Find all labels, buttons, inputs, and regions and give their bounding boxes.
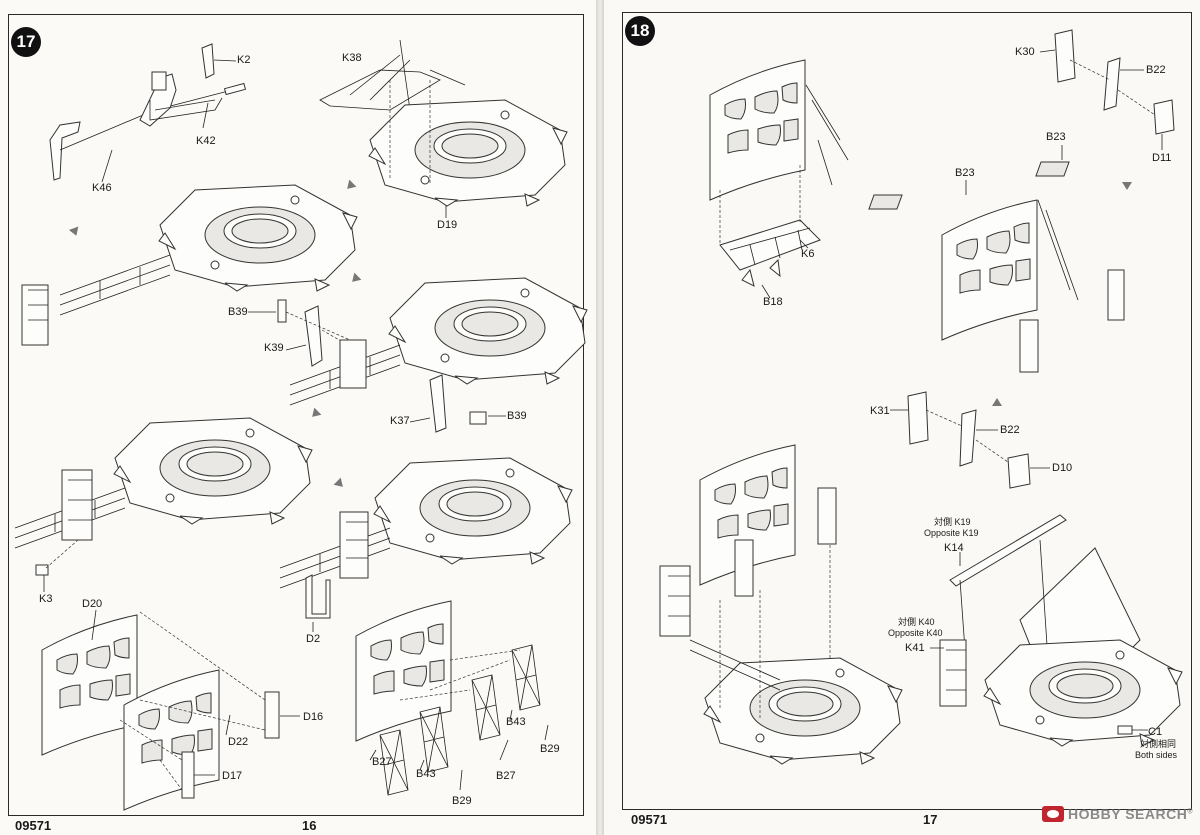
watermark-text: HOBBY SEARCH	[1068, 806, 1188, 822]
part-label-k46: K46	[92, 182, 112, 194]
part-label-b43-right: B43	[506, 716, 526, 728]
part-label-d19: D19	[437, 219, 458, 231]
part-label-b39-lower: B39	[507, 410, 527, 422]
part-label-d10: D10	[1052, 462, 1073, 474]
part-label-k40-japanese: 対側 K40	[898, 617, 935, 627]
step-17-badge: 17	[11, 27, 41, 57]
part-label-d11: D11	[1152, 152, 1172, 164]
part-label-d2: D2	[306, 633, 321, 645]
left-page-number: 16	[302, 818, 317, 833]
part-label-c1-japanese: 対側相同	[1140, 739, 1177, 749]
part-label-d16: D16	[303, 711, 324, 723]
part-label-b18: B18	[763, 296, 783, 308]
part-label-b29-bottom: B29	[452, 795, 472, 807]
part-label-b43-left: B43	[416, 768, 436, 780]
part-label-c1-english: Both sides	[1135, 750, 1178, 760]
left-footer-code: 09571	[15, 818, 52, 833]
part-label-k14: K14	[944, 542, 964, 554]
part-label-k40-english: Opposite K40	[888, 628, 943, 638]
part-label-b22-upper: B22	[1146, 64, 1166, 76]
part-label-d20: D20	[82, 598, 103, 610]
part-label-b23-left: B23	[955, 167, 975, 179]
part-label-k41: K41	[905, 642, 925, 654]
part-label-k6: K6	[801, 248, 815, 260]
hobby-search-logo-icon	[1042, 806, 1064, 822]
part-label-k37: K37	[390, 415, 410, 427]
part-label-c1: C1	[1148, 726, 1163, 738]
part-label-k39: K39	[264, 342, 284, 354]
part-label-k19-english: Opposite K19	[924, 528, 979, 538]
part-label-k30: K30	[1015, 46, 1035, 58]
part-label-k31: K31	[870, 405, 890, 417]
part-label-b22-lower: B22	[1000, 424, 1020, 436]
right-page-border	[622, 12, 1192, 810]
part-label-k2: K2	[237, 54, 251, 66]
part-label-b39-upper: B39	[228, 306, 248, 318]
right-footer-code: 09571	[631, 812, 668, 827]
part-label-k3: K3	[39, 593, 53, 605]
part-label-d17: D17	[222, 770, 243, 782]
part-label-k38: K38	[342, 52, 362, 64]
part-label-k42: K42	[196, 135, 216, 147]
part-label-b27-right: B27	[496, 770, 516, 782]
part-label-b23-right: B23	[1046, 131, 1066, 143]
part-label-b27-left: B27	[372, 756, 392, 768]
registered-mark: ®	[1187, 808, 1193, 816]
part-label-k19-japanese: 対側 K19	[934, 517, 971, 527]
part-label-d22: D22	[228, 736, 249, 748]
hobby-search-watermark: HOBBY SEARCH®	[1042, 806, 1193, 822]
left-page-border	[8, 14, 584, 816]
part-label-b29-right: B29	[540, 743, 560, 755]
book-spine	[596, 0, 604, 835]
right-page-number: 17	[923, 812, 938, 827]
step-18-badge: 18	[625, 16, 655, 46]
